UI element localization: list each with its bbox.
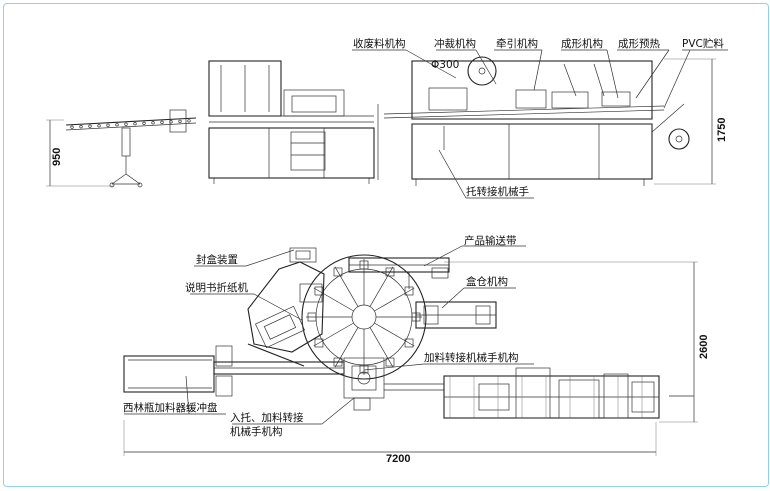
blister-machine xyxy=(383,56,690,186)
turret-spoke xyxy=(334,327,359,368)
blister-section-plan xyxy=(443,367,694,419)
label-preheat: 成形预热 xyxy=(618,37,660,50)
label-punching: 冲裁机构 xyxy=(434,37,476,50)
conveyor-roller xyxy=(70,125,74,129)
conveyor-roller xyxy=(160,120,164,124)
turret-spoke xyxy=(374,322,415,347)
carton-magazine xyxy=(415,301,497,329)
turret-pocket xyxy=(314,338,324,348)
dimension-2600: 2600 xyxy=(698,335,710,359)
conveyor-roller xyxy=(178,119,182,123)
conveyor-roller xyxy=(106,123,110,127)
side-elevation-view xyxy=(46,49,728,199)
turret-spoke xyxy=(313,287,354,312)
turret-pocket xyxy=(307,312,317,322)
conveyor-roller xyxy=(97,124,101,128)
label-forming: 成形机构 xyxy=(561,37,603,50)
top-dimensions xyxy=(46,58,716,187)
conveyor-roller xyxy=(142,121,146,125)
turret-spoke xyxy=(313,322,354,347)
vial-buffer-tray xyxy=(123,345,233,397)
conveyor-roller xyxy=(151,121,155,125)
turret-spoke xyxy=(334,266,359,307)
label-pulling: 牵引机构 xyxy=(496,37,538,50)
plan-callout-leaders xyxy=(124,245,534,425)
label-carton-magazine: 盒仓机构 xyxy=(466,275,508,288)
label-vial-buffer: 西林瓶加料器缓冲盘 xyxy=(123,401,218,414)
label-feed-transfer: 加料转接机械手机构 xyxy=(424,351,519,364)
turret-spoke xyxy=(374,287,415,312)
machine-layout-drawing: 收废料机构 冲裁机构 牵引机构 成形机构 成形预热 PVC贮料 Φ300 托转接… xyxy=(46,37,728,465)
rotary-turret xyxy=(247,247,427,380)
label-intake-transfer-1: 入托、加料转接 xyxy=(230,411,304,424)
turret-pocket xyxy=(359,364,369,374)
top-callout-leaders xyxy=(352,49,728,199)
dimension-diameter: Φ300 xyxy=(431,59,459,71)
drawing-canvas: 收废料机构 冲裁机构 牵引机构 成形机构 成形预热 PVC贮料 Φ300 托转接… xyxy=(3,3,769,487)
dimension-950: 950 xyxy=(51,148,63,166)
label-leaflet-folder: 说明书折纸机 xyxy=(185,281,248,294)
turret-pocket xyxy=(385,357,395,367)
turret-spoke xyxy=(369,327,394,368)
turret-pocket xyxy=(404,338,414,348)
plan-layout-view xyxy=(123,245,698,456)
dimension-7200: 7200 xyxy=(386,453,410,465)
output-conveyor-belt xyxy=(348,257,450,289)
feed-line xyxy=(213,357,444,411)
turret-pocket xyxy=(333,267,343,277)
label-pvc-storage: PVC贮料 xyxy=(682,37,724,50)
label-sealing: 封盒装置 xyxy=(196,253,238,266)
conveyor-roller xyxy=(124,122,128,126)
conveyor-roller xyxy=(187,119,191,123)
plan-dimensions xyxy=(123,261,698,456)
infeed-conveyor xyxy=(65,109,197,188)
turret-spoke xyxy=(369,266,394,307)
packing-cabinet xyxy=(208,60,379,184)
label-waste-collection: 收废料机构 xyxy=(353,37,406,50)
conveyor-roller xyxy=(133,122,137,126)
label-tray-transfer: 托转接机械手 xyxy=(466,185,529,198)
conveyor-roller xyxy=(115,123,119,127)
label-output-conveyor: 产品输送带 xyxy=(464,234,517,247)
conveyor-roller xyxy=(88,124,92,128)
label-intake-transfer-2: 机械手机构 xyxy=(230,425,283,438)
dimension-1750: 1750 xyxy=(716,118,728,142)
conveyor-roller xyxy=(79,125,83,129)
